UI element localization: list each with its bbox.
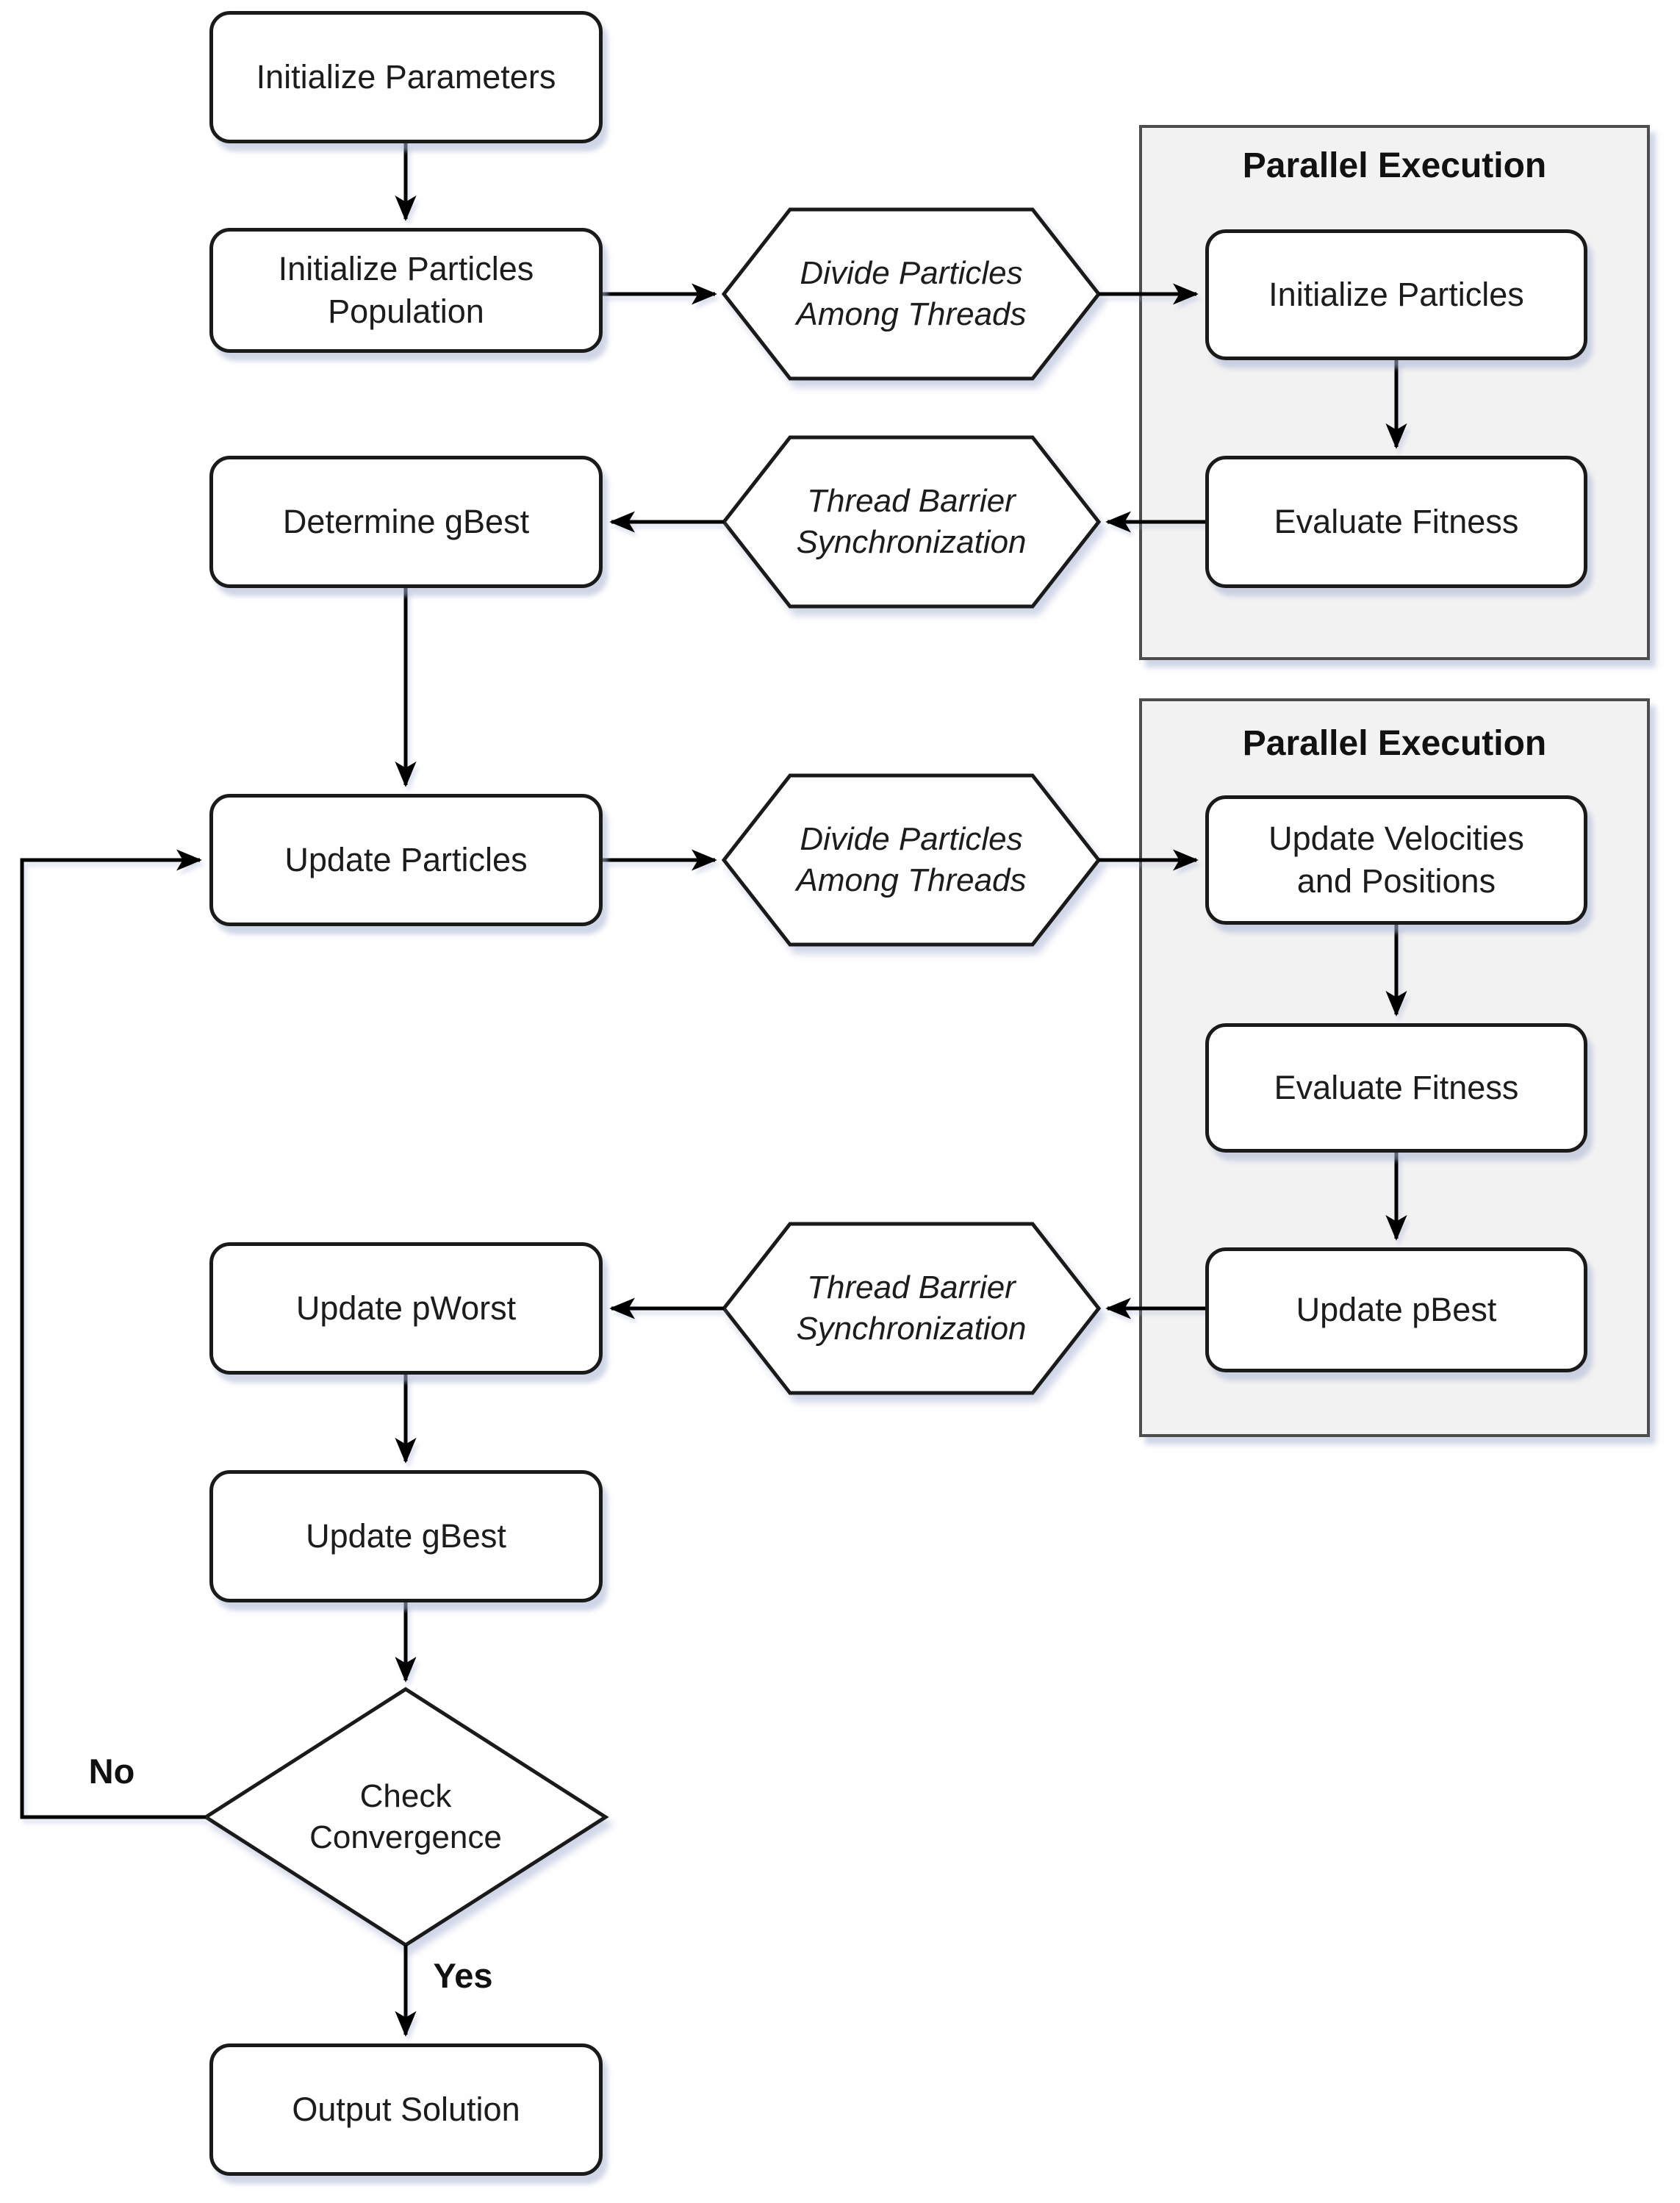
node-update-velocities-positions: Update Velocities and Positions xyxy=(1205,795,1587,925)
node-evaluate-fitness-1: Evaluate Fitness xyxy=(1205,456,1587,588)
node-update-gbest: Update gBest xyxy=(209,1470,603,1602)
label-check-convergence: Check Convergence xyxy=(309,1777,502,1855)
label-divide-particles-2: Divide Particles Among Threads xyxy=(796,820,1027,898)
node-update-particles: Update Particles xyxy=(209,794,603,926)
parallel-region-1-title: Parallel Execution xyxy=(1242,146,1547,185)
node-initialize-particles: Initialize Particles xyxy=(1205,229,1587,360)
node-determine-gbest: Determine gBest xyxy=(209,456,603,588)
edge-label-yes: Yes xyxy=(433,1956,493,1995)
node-output-solution: Output Solution xyxy=(209,2043,603,2176)
label-thread-barrier-1: Thread Barrier Synchronization xyxy=(796,482,1027,560)
label-thread-barrier-2: Thread Barrier Synchronization xyxy=(796,1269,1027,1347)
parallel-region-2-title: Parallel Execution xyxy=(1242,724,1547,763)
label-divide-particles-1: Divide Particles Among Threads xyxy=(796,254,1027,332)
node-update-pworst: Update pWorst xyxy=(209,1242,603,1375)
arrow-no-loop-to-update-particles xyxy=(20,849,206,1819)
node-evaluate-fitness-2: Evaluate Fitness xyxy=(1205,1023,1587,1153)
node-initialize-particles-population: Initialize Particles Population xyxy=(209,228,603,353)
node-initialize-parameters: Initialize Parameters xyxy=(209,11,603,143)
node-update-pbest: Update pBest xyxy=(1205,1247,1587,1372)
edge-label-no: No xyxy=(88,1752,135,1791)
